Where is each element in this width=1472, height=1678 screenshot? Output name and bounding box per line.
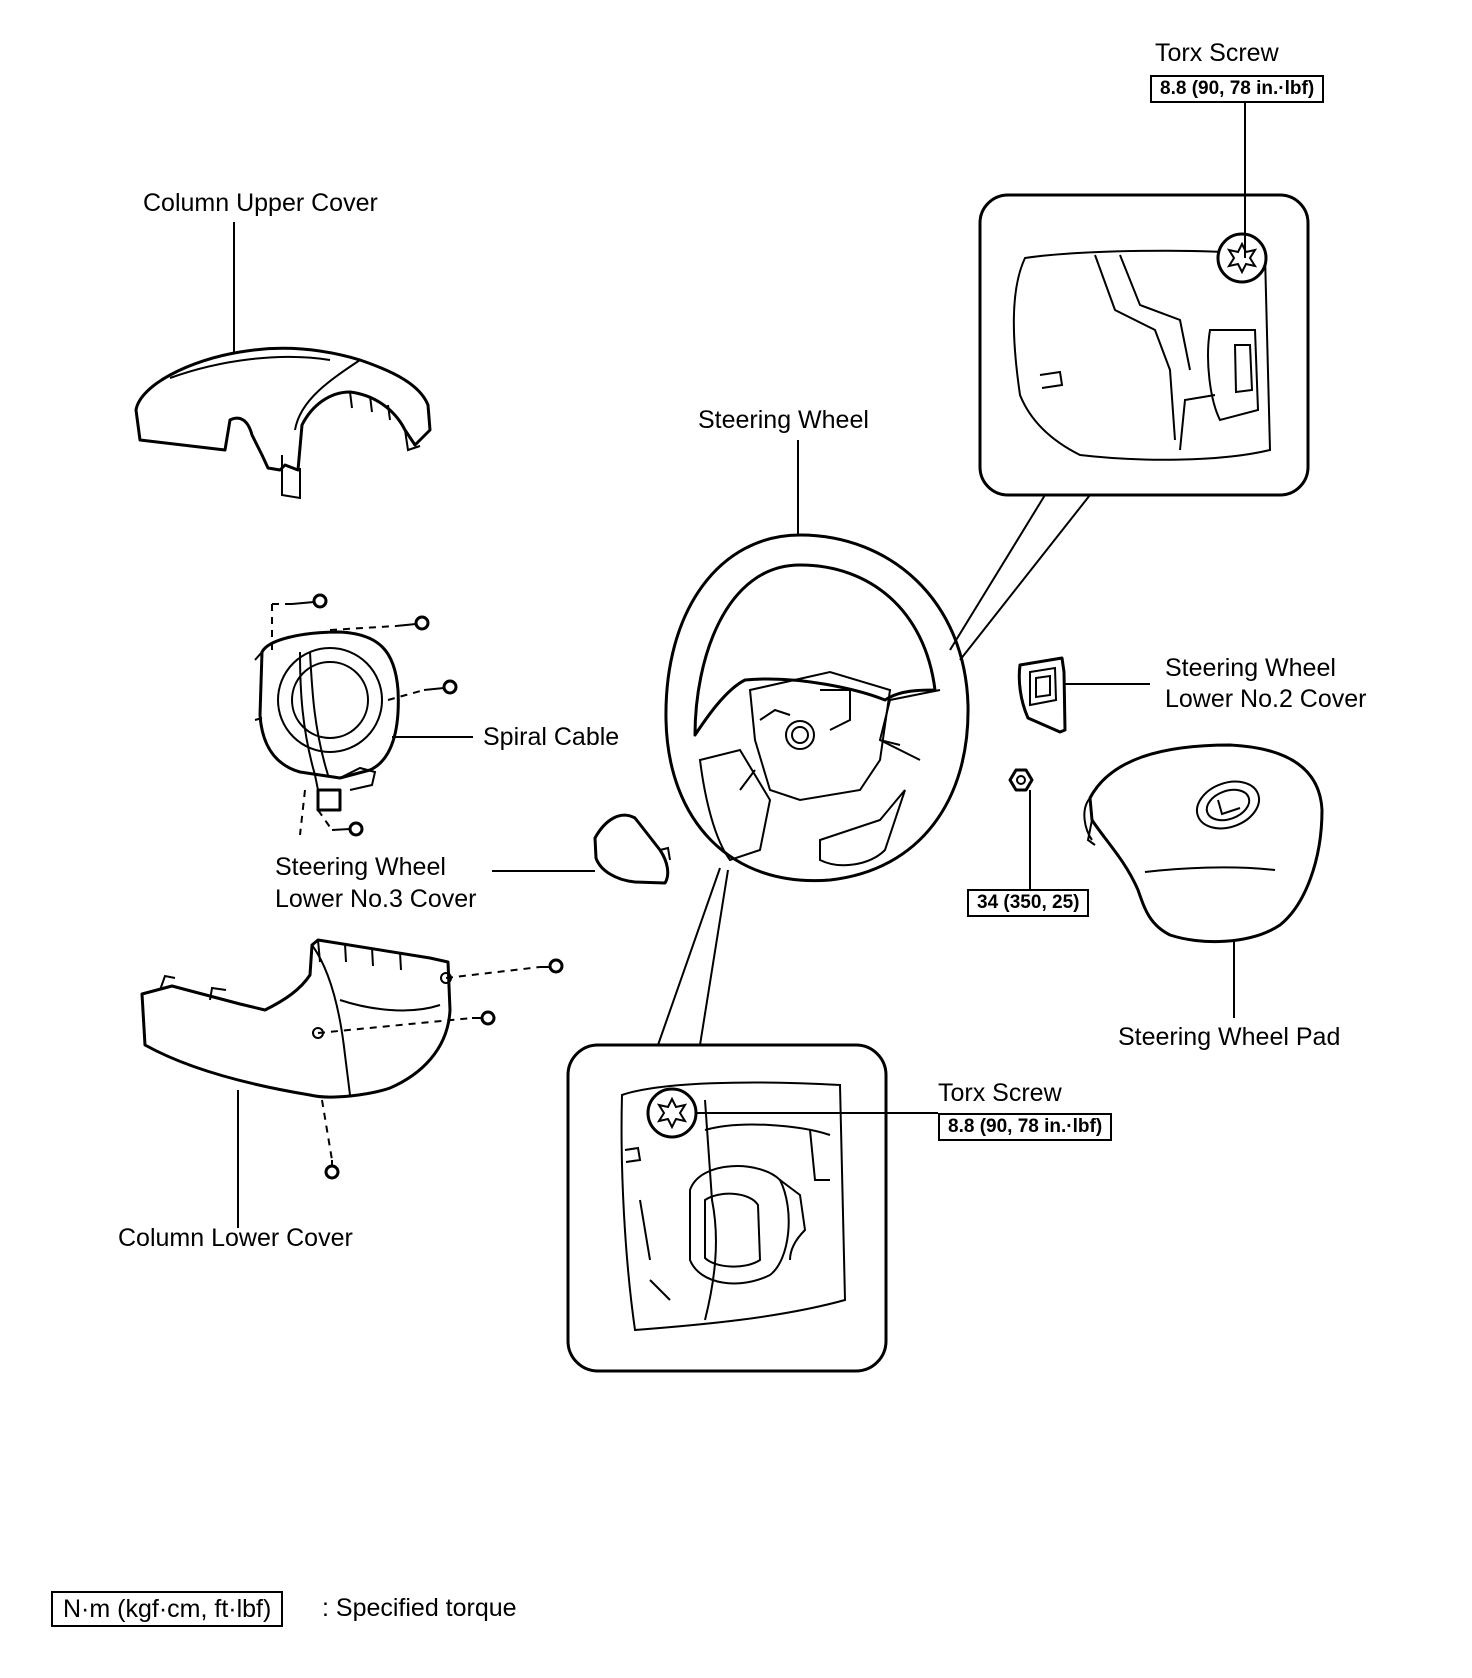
screw-icon xyxy=(472,1010,496,1026)
steering-wheel-drawing xyxy=(664,440,970,883)
torque-spec-pad-nut: 34 (350, 25) xyxy=(967,889,1090,917)
top-detail-callout xyxy=(949,103,1310,661)
label-spiral-cable: Spiral Cable xyxy=(483,723,620,751)
label-column-lower-cover: Column Lower Cover xyxy=(118,1224,353,1252)
label-steering-wheel-pad: Steering Wheel Pad xyxy=(1118,1023,1341,1051)
label-column-upper-cover: Column Upper Cover xyxy=(143,189,378,217)
screw-icon xyxy=(331,821,364,837)
torque-spec-bottom: 8.8 (90, 78 in.·lbf) xyxy=(938,1113,1113,1141)
label-torx-screw-bottom: Torx Screw xyxy=(938,1079,1062,1107)
label-torx-screw-top: Torx Screw xyxy=(1155,39,1279,67)
screw-icon xyxy=(324,1160,340,1180)
label-lower-no2-cover-line2: Lower No.2 Cover xyxy=(1165,685,1367,713)
lexus-emblem-icon xyxy=(1205,788,1251,822)
legend-description: : Specified torque xyxy=(322,1594,517,1622)
bottom-detail-callout xyxy=(566,867,938,1373)
torx-screw-icon xyxy=(646,1087,698,1139)
screw-icon xyxy=(423,679,458,695)
column-upper-cover-drawing xyxy=(134,222,432,500)
spiral-cable-drawing xyxy=(254,593,473,837)
lower-no3-cover-drawing xyxy=(492,813,671,885)
label-lower-no2-cover-line1: Steering Wheel xyxy=(1165,654,1336,682)
label-steering-wheel: Steering Wheel xyxy=(698,406,869,434)
steering-wheel-pad-drawing xyxy=(1083,743,1324,1018)
label-lower-no3-cover-line2: Lower No.3 Cover xyxy=(275,885,477,913)
nut-icon xyxy=(1008,768,1034,792)
legend-unit-box: N·m (kgf·cm, ft·lbf) xyxy=(51,1591,284,1627)
screw-icon xyxy=(395,615,430,631)
torx-screw-icon xyxy=(1216,232,1268,284)
label-lower-no3-cover-line1: Steering Wheel xyxy=(275,853,446,881)
torque-spec-top: 8.8 (90, 78 in.·lbf) xyxy=(1150,75,1325,103)
pad-nut-drawing xyxy=(1008,768,1034,890)
column-lower-cover-drawing xyxy=(140,938,564,1228)
screw-icon xyxy=(540,958,564,974)
lower-no2-cover-drawing xyxy=(1017,656,1150,734)
screw-icon xyxy=(291,593,328,609)
